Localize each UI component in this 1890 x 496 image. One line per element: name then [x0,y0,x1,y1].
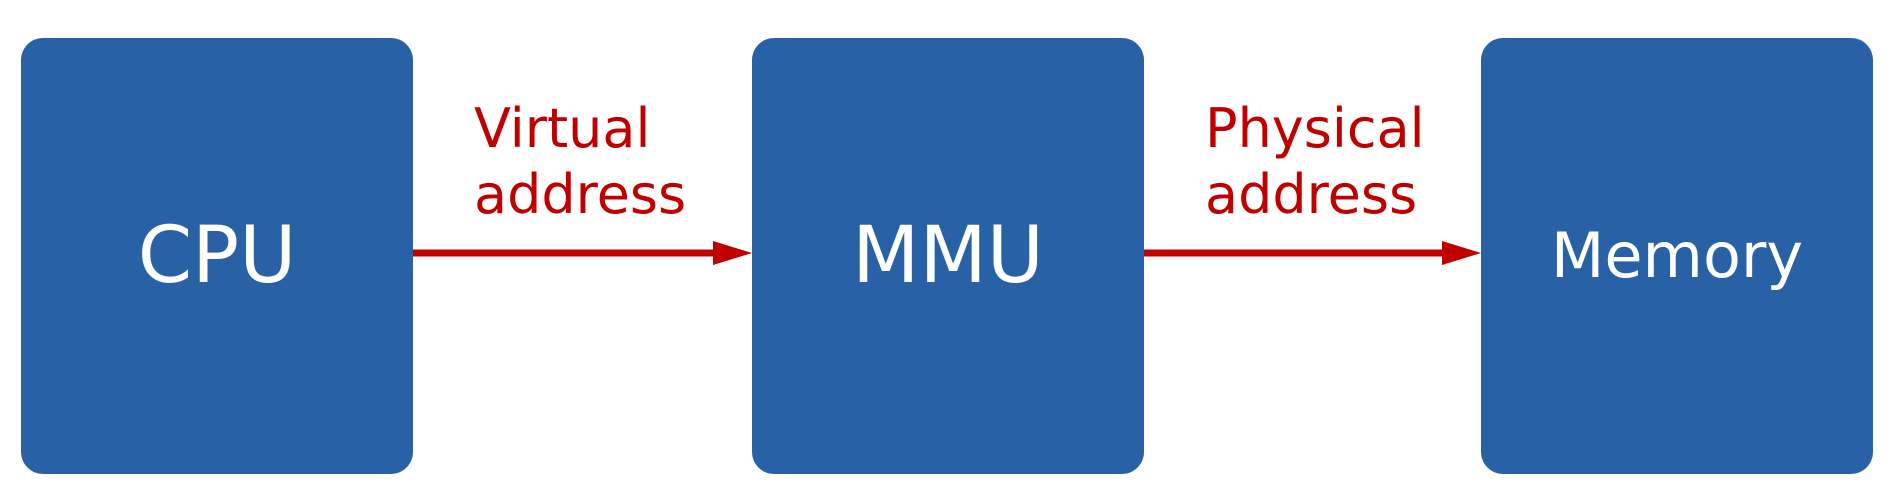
edge-label-line2: address [474,163,687,226]
edge-label-physical-address: Physical address [1205,96,1425,228]
arrow-right-icon [1144,241,1481,265]
edge-label-line1: Physical [1205,97,1425,160]
memory-box: Memory [1481,38,1873,474]
arrow-mmu-to-memory [1144,238,1481,268]
arrow-cpu-to-mmu [413,238,752,268]
mmu-box: MMU [752,38,1144,474]
edge-label-line2: address [1205,163,1418,226]
cpu-label: CPU [137,211,297,301]
arrow-right-icon [413,241,752,265]
cpu-box: CPU [21,38,413,474]
memory-label: Memory [1550,219,1804,292]
edge-label-line1: Virtual [474,97,651,160]
edge-label-virtual-address: Virtual address [474,96,686,228]
mmu-label: MMU [852,211,1044,301]
